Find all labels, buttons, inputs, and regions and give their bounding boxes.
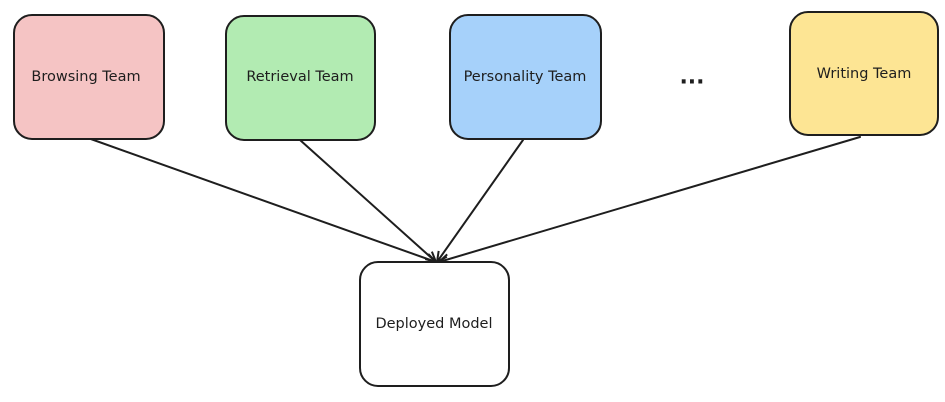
retrieval-team-label: Retrieval Team [246,69,353,85]
personality-team-label: Personality Team [464,69,587,85]
personality-team-node[interactable]: Personality Team [449,14,602,140]
arrow-retrieval-to-deployed [299,139,437,263]
browsing-team-label: Browsing Team [31,69,140,85]
writing-team-node[interactable]: Writing Team [789,11,939,136]
arrow-browsing-to-deployed [87,137,437,265]
browsing-team-box [13,14,165,140]
retrieval-team-node[interactable]: Retrieval Team [225,15,376,141]
deployed-model-box [359,261,510,387]
arrow-personality-to-deployed [436,139,524,263]
retrieval-team-box [225,15,376,141]
writing-team-box [789,11,939,136]
arrows [87,136,861,265]
personality-team-box [449,14,602,140]
writing-team-label: Writing Team [817,66,912,82]
deployed-model-node[interactable]: Deployed Model [359,261,510,387]
browsing-team-node[interactable]: Browsing Team [13,14,165,140]
more-teams-ellipsis: ... [679,65,704,90]
arrow-writing-to-deployed [438,136,861,265]
deployed-model-label: Deployed Model [375,316,492,332]
